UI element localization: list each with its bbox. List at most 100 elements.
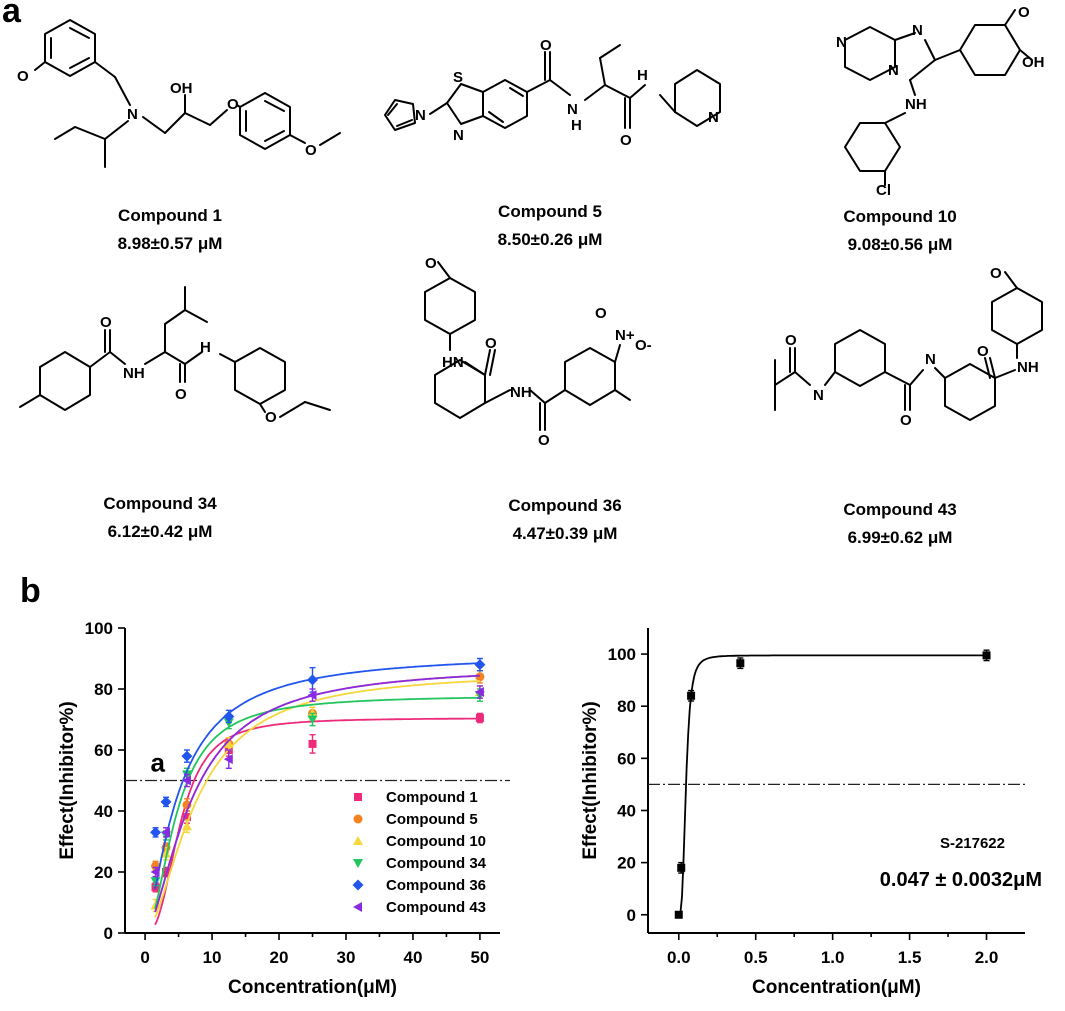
atom-nh: H — [200, 339, 211, 356]
atom-nh: N — [813, 387, 824, 404]
atom-o: O — [265, 409, 277, 426]
legend-label: Compound 36 — [386, 877, 486, 894]
atom-n: N — [708, 109, 719, 126]
compound-10-caption: Compound 10 9.08±0.56 μM — [810, 203, 990, 259]
data-point — [308, 739, 317, 748]
atom-o: O — [900, 412, 912, 429]
atom-o: O — [977, 343, 989, 360]
y-tick-label: 40 — [94, 802, 113, 821]
compound-ic50: 8.50±0.26 μM — [497, 230, 603, 249]
x-tick-label: 30 — [337, 948, 356, 967]
x-tick-label: 2.0 — [975, 948, 999, 967]
data-point — [474, 659, 486, 671]
compound-name: Compound 5 — [498, 202, 602, 221]
x-axis-title: Concentration(μM) — [228, 977, 397, 998]
data-point — [982, 651, 991, 660]
x-tick-label: 0 — [140, 948, 149, 967]
compound-name: Compound 10 — [843, 207, 957, 226]
fit-curve — [154, 717, 480, 926]
x-tick-label: 1.5 — [898, 948, 922, 967]
atom-nh: N — [567, 101, 578, 118]
atom-o: O — [17, 68, 29, 85]
atom-n-plus: N+ — [615, 327, 635, 344]
legend-label: Compound 43 — [386, 899, 486, 916]
atom-o: O — [595, 305, 607, 322]
data-point — [223, 754, 233, 765]
series-compound-43 — [150, 674, 484, 913]
x-tick-label: 20 — [270, 948, 289, 967]
atom-n: N — [888, 62, 899, 79]
data-point — [150, 867, 160, 877]
atom-n: N — [836, 34, 847, 51]
legend-marker — [352, 879, 364, 891]
data-point — [181, 821, 192, 831]
atom-n: N — [127, 106, 138, 123]
atom-h: H — [571, 117, 582, 134]
fit-curve — [154, 674, 480, 913]
chart-annotation-a: a — [150, 747, 165, 777]
atom-n: N — [912, 22, 923, 39]
legend-label: Compound 5 — [386, 811, 478, 828]
y-tick-label: 20 — [94, 863, 113, 882]
data-point — [181, 775, 191, 786]
y-tick-label: 20 — [617, 854, 636, 873]
atom-o: O — [227, 96, 239, 113]
data-point — [182, 813, 191, 822]
compound-36-caption: Compound 36 4.47±0.39 μM — [480, 492, 650, 548]
compound-ic50: 4.47±0.39 μM — [512, 524, 618, 543]
atom-cl: Cl — [876, 182, 891, 199]
series-compound-36 — [150, 657, 486, 890]
structure-compound-34: O NH O H O — [19, 286, 331, 426]
data-point — [223, 710, 235, 722]
atom-o: O — [990, 265, 1002, 282]
data-point — [161, 827, 171, 838]
atom-o: O — [538, 432, 550, 449]
x-axis-title: Concentration(μM) — [752, 977, 921, 998]
x-tick-label: 10 — [203, 948, 222, 967]
data-point — [307, 715, 318, 725]
atom-o: O — [785, 332, 797, 349]
data-point — [687, 691, 696, 700]
y-axis-title: Effect(Inhibitor%) — [580, 701, 601, 859]
atom-nh: NH — [510, 384, 532, 401]
y-tick-label: 60 — [617, 749, 636, 768]
x-tick-label: 0.5 — [744, 948, 768, 967]
y-tick-label: 80 — [94, 680, 113, 699]
atom-o: O — [485, 335, 497, 352]
data-point — [181, 750, 193, 762]
legend-marker — [353, 902, 362, 912]
x-tick-label: 50 — [470, 948, 489, 967]
compound-ic50: 6.12±0.42 μM — [107, 522, 213, 541]
data-point — [674, 910, 683, 919]
data-point — [160, 796, 172, 808]
compound-name: Compound 36 — [508, 496, 622, 515]
legend-marker — [354, 793, 362, 801]
data-point — [474, 687, 484, 698]
atom-o: O — [175, 386, 187, 403]
panel-label-a: a — [2, 0, 21, 30]
compound-name: Compound 1 — [118, 206, 222, 225]
y-tick-label: 0 — [627, 906, 636, 925]
x-tick-label: 0.0 — [667, 948, 691, 967]
legend-label: Compound 1 — [386, 789, 478, 806]
legend-label: Compound 34 — [386, 855, 487, 872]
data-point — [677, 863, 686, 872]
atom-o: O — [620, 132, 632, 149]
compound-name: Compound 34 — [103, 494, 217, 513]
data-point — [307, 690, 317, 701]
legend-marker — [353, 836, 363, 845]
series-s-217622 — [674, 649, 991, 919]
atom-o: O — [425, 255, 437, 272]
data-point — [475, 672, 485, 682]
y-tick-label: 80 — [617, 697, 636, 716]
atom-o: O — [540, 37, 552, 54]
atom-o: O — [1018, 4, 1030, 21]
atom-nh: NH — [123, 365, 145, 382]
y-tick-label: 100 — [85, 619, 113, 638]
y-tick-label: 0 — [104, 924, 113, 943]
atom-n: N — [415, 107, 426, 124]
atom-o-minus: O- — [635, 337, 652, 354]
compound-5-caption: Compound 5 8.50±0.26 μM — [470, 198, 630, 254]
